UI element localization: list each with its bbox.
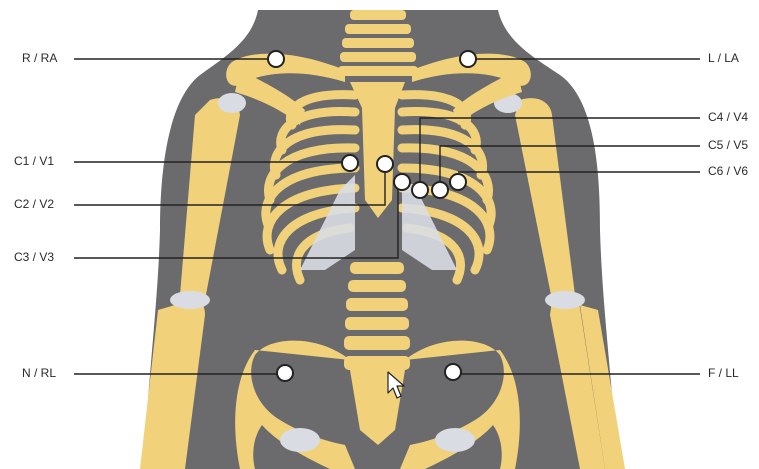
label-v5: C5 / V5: [708, 138, 748, 152]
electrode-v4[interactable]: [412, 182, 428, 198]
label-v4: C4 / V4: [708, 110, 748, 124]
label-v3: C3 / V3: [14, 250, 54, 264]
label-rl: N / RL: [22, 366, 56, 380]
electrode-v3[interactable]: [394, 174, 410, 190]
label-la: L / LA: [708, 51, 739, 65]
electrode-v6[interactable]: [450, 174, 466, 190]
label-v1: C1 / V1: [14, 154, 54, 168]
label-ra: R / RA: [22, 51, 57, 65]
electrode-rl[interactable]: [277, 365, 293, 381]
electrode-v2[interactable]: [377, 156, 393, 172]
label-v2: C2 / V2: [14, 197, 54, 211]
electrode-v1[interactable]: [342, 155, 358, 171]
electrode-ll[interactable]: [445, 364, 461, 380]
electrode-ra[interactable]: [268, 51, 284, 67]
label-v6: C6 / V6: [708, 164, 748, 178]
label-ll: F / LL: [708, 366, 739, 380]
electrode-v5[interactable]: [432, 182, 448, 198]
electrode-la[interactable]: [460, 51, 476, 67]
